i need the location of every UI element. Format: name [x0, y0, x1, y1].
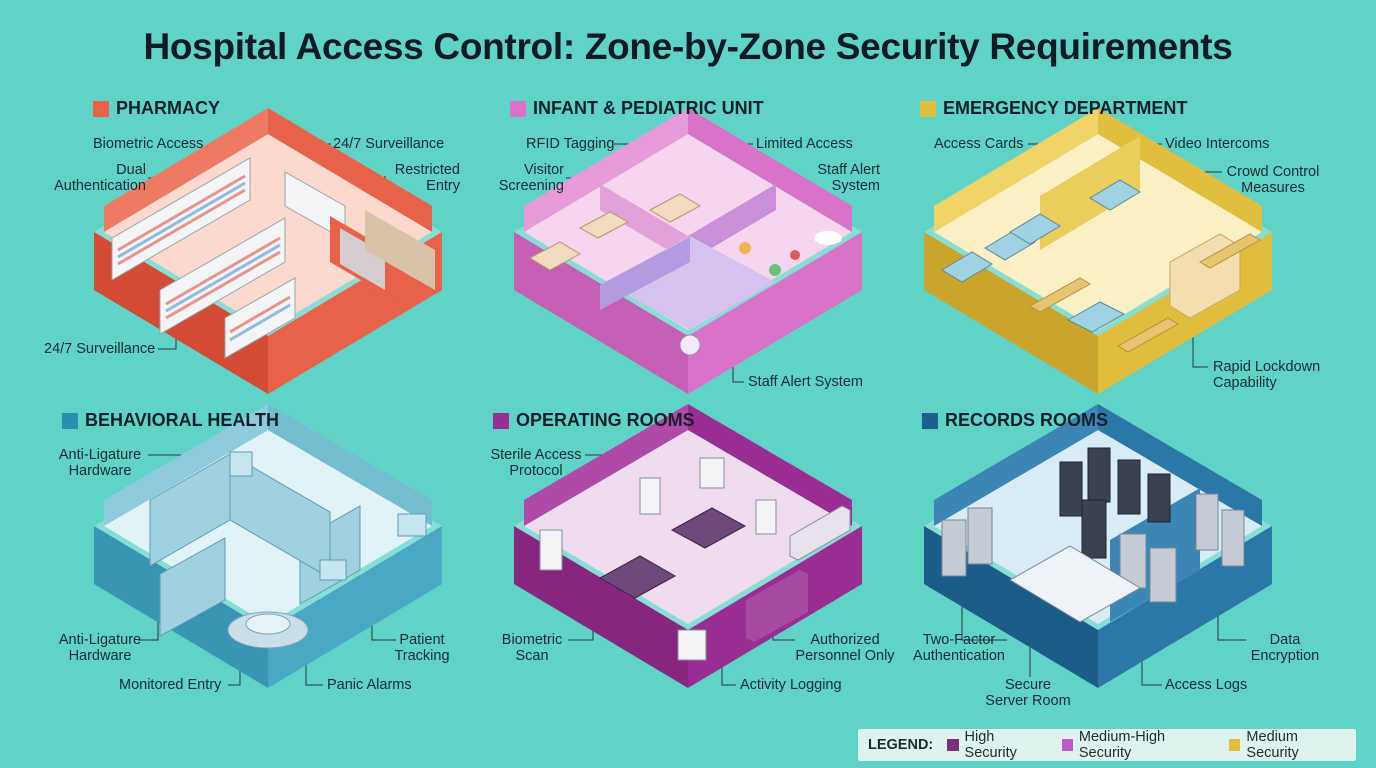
medium-security-swatch [1229, 739, 1241, 751]
legend-title: LEGEND: [868, 737, 934, 753]
zone-heading-pharmacy: PHARMACY [93, 98, 220, 119]
zone-name: EMERGENCY DEPARTMENT [943, 98, 1188, 118]
callout-label: Video Intercoms [1165, 136, 1270, 152]
callout-label: Staff Alert System [748, 374, 863, 390]
pharmacy-room [94, 108, 442, 394]
legend-label: High Security [964, 729, 1017, 761]
zone-name: PHARMACY [116, 98, 221, 118]
records-color-swatch [922, 412, 938, 429]
callout-label: Activity Logging [740, 677, 842, 693]
callout-label: Panic Alarms [327, 677, 412, 693]
zone-name: OPERATING ROOMS [516, 410, 695, 430]
zone-heading-behavioral: BEHAVIORAL HEALTH [62, 410, 279, 431]
operating-color-swatch [493, 412, 509, 429]
callout-label: Limited Access [756, 136, 853, 152]
infant-room [514, 108, 862, 394]
emergency-color-swatch [920, 100, 936, 117]
legend-item-medium: Medium Security [1229, 729, 1348, 761]
legend-item-high: High Security [947, 729, 1045, 761]
zone-name: BEHAVIORAL HEALTH [85, 410, 280, 430]
callout-label: Monitored Entry [119, 677, 222, 693]
callout-label: 24/7 Surveillance [333, 136, 445, 152]
operating-room [514, 404, 862, 688]
zone-heading-operating: OPERATING ROOMS [493, 410, 695, 431]
legend-label: Medium-High Security [1078, 729, 1166, 761]
pharmacy-color-swatch [93, 100, 109, 117]
behavioral-color-swatch [62, 412, 78, 429]
behavioral-room [94, 404, 442, 688]
zone-heading-emergency: EMERGENCY DEPARTMENT [920, 98, 1187, 119]
page-title: Hospital Access Control: Zone-by-Zone Se… [143, 26, 1233, 67]
callout-label: Access Cards [934, 136, 1024, 152]
legend-label: Medium Security [1246, 729, 1299, 761]
high-security-swatch [947, 739, 959, 751]
callout-label: RFID Tagging [526, 136, 615, 152]
zone-name: RECORDS ROOMS [945, 410, 1109, 430]
legend: LEGEND: High Security Medium-High Securi… [858, 729, 1356, 761]
emergency-room [924, 108, 1272, 394]
zone-heading-infant: INFANT & PEDIATRIC UNIT [510, 98, 764, 119]
medium-high-security-swatch [1061, 739, 1073, 751]
legend-item-medium-high: Medium-High Security [1061, 729, 1214, 761]
callout-label: 24/7 Surveillance [44, 341, 156, 357]
zone-heading-records: RECORDS ROOMS [922, 410, 1108, 431]
callout-label: Access Logs [1165, 677, 1248, 693]
records-room [924, 404, 1272, 688]
infant-color-swatch [510, 100, 526, 117]
callout-label: Biometric Access [93, 136, 204, 152]
zone-name: INFANT & PEDIATRIC UNIT [533, 98, 764, 118]
